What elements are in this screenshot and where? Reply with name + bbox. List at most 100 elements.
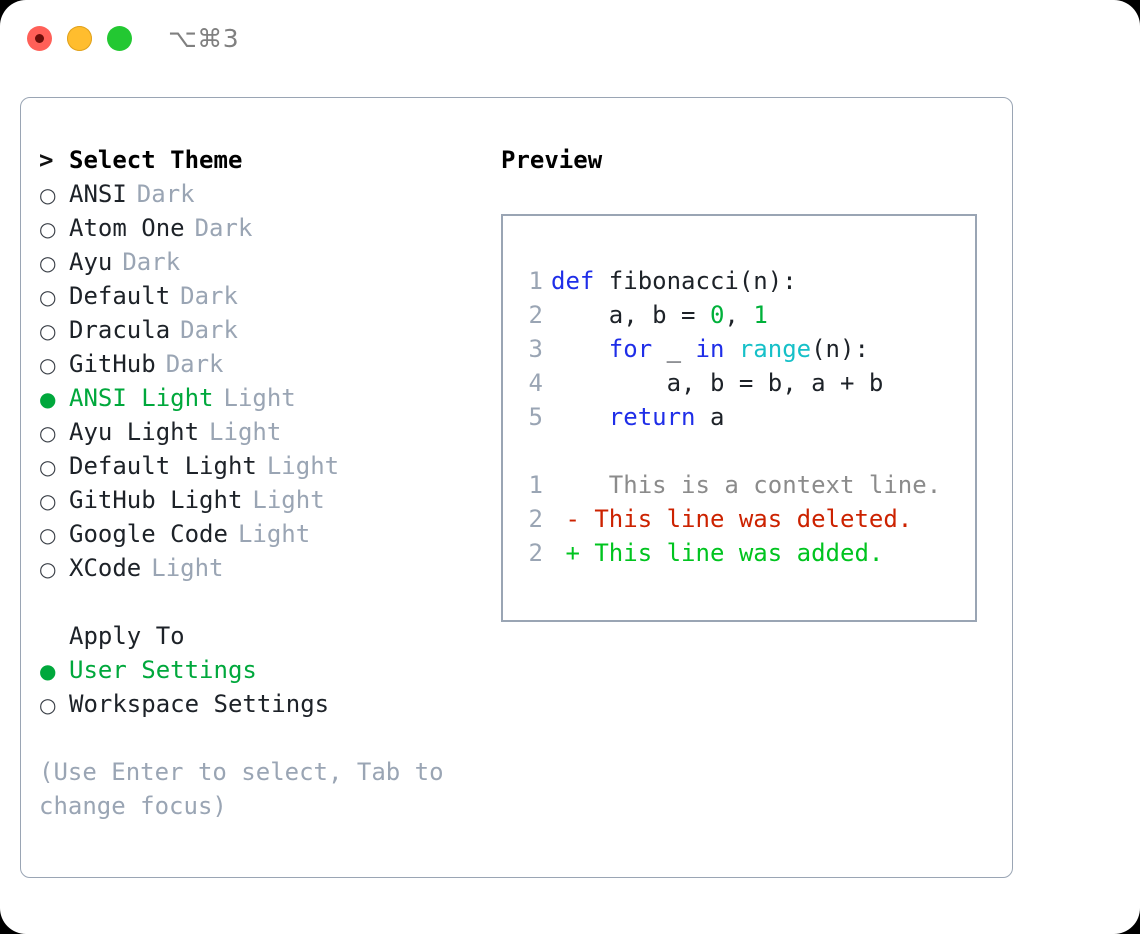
theme-variant-tag: Dark [180,316,238,344]
theme-list-item[interactable]: ○ ANSI Dark [39,177,489,211]
radio-unselected-icon: ○ [39,489,57,513]
radio-unselected-icon: ○ [39,693,57,717]
radio-unselected-icon: ○ [39,217,57,241]
diff-line: 2 - This line was deleted. [521,502,969,536]
radio-unselected-icon: ○ [39,523,57,547]
close-button-icon[interactable] [27,26,52,51]
minimize-button-icon[interactable] [67,26,92,51]
radio-unselected-icon: ○ [39,557,57,581]
apply-to-option-label: Workspace Settings [69,690,330,718]
apply-to-options: ● User Settings ○ Workspace Settings [39,653,489,721]
theme-variant-tag: Light [252,486,325,514]
code-token: return [551,403,710,431]
diff-sample: 1 This is a context line.2 - This line w… [521,468,969,570]
diff-line: 1 This is a context line. [521,468,969,502]
line-number: 2 [528,539,543,567]
theme-variant-tag: Dark [122,248,181,276]
diff-sign: - [551,505,580,533]
theme-name: Default [69,282,171,310]
theme-variant-tag: Light [266,452,340,480]
diff-sign: + [551,539,580,567]
radio-unselected-icon: ○ [39,353,57,377]
theme-list-item[interactable]: ○ Atom One Dark [39,211,489,245]
radio-selected-icon: ● [39,659,57,683]
apply-to-option[interactable]: ○ Workspace Settings [39,687,489,721]
theme-list-item[interactable]: ○ GitHub Dark [39,347,489,381]
theme-name: Atom One [69,214,185,242]
theme-name: GitHub Light [69,486,243,514]
theme-variant-tag: Dark [136,180,195,208]
code-token: , [724,301,754,329]
code-diff-gap [521,434,969,468]
apply-to-label: Apply To [69,622,185,650]
keyboard-hint: (Use Enter to select, Tab to change focu… [39,758,444,820]
list-spacer [39,585,489,619]
code-token: def [551,267,609,295]
theme-picker-header: > Select Theme [39,143,489,177]
line-number: 5 [528,403,543,431]
line-number: 1 [528,267,543,295]
theme-variant-tag: Light [237,520,311,548]
apply-to-option-label: User Settings [69,656,257,684]
theme-name: Ayu Light [69,418,200,446]
diff-sign [551,471,580,499]
code-token: for [551,335,667,363]
line-number: 4 [528,369,543,397]
code-token: in [695,335,739,363]
theme-name: ANSI [69,180,127,208]
code-token: a, b = b, a + b [551,369,884,397]
radio-unselected-icon: ○ [39,421,57,445]
theme-variant-tag: Dark [194,214,253,242]
radio-unselected-icon: ○ [39,251,57,275]
keyboard-shortcut-label: ⌥⌘3 [168,24,240,53]
titlebar: ⌥⌘3 [0,0,1140,76]
theme-list-item[interactable]: ○ GitHub Light Light [39,483,489,517]
radio-unselected-icon: ○ [39,183,57,207]
theme-variant-tag: Light [151,554,224,582]
line-number: 3 [528,335,543,363]
theme-variant-tag: Dark [165,350,224,378]
radio-selected-icon: ● [39,387,57,411]
caret-icon: > [39,146,54,174]
code-line: 1 def fibonacci(n): [521,264,969,298]
diff-text: This line was added. [579,539,884,567]
window-controls [27,26,132,51]
code-token: (n): [811,335,869,363]
theme-name: GitHub [69,350,156,378]
line-number: 1 [528,471,543,499]
theme-list-item[interactable]: ○ Ayu Dark [39,245,489,279]
code-line: 4 a, b = b, a + b [521,366,969,400]
theme-variant-tag: Dark [180,282,238,310]
code-token: a, b = [551,301,710,329]
diff-text: This is a context line. [579,471,942,499]
code-line: 3 for _ in range(n): [521,332,969,366]
theme-name: Ayu [69,248,113,276]
maximize-button-icon[interactable] [107,26,132,51]
code-token: fibonacci(n): [608,267,797,295]
theme-name: Dracula [69,316,171,344]
apply-to-header: Apply To [39,619,489,653]
preview-title: Preview [501,146,603,174]
diff-text: This line was deleted. [579,505,913,533]
line-number: 2 [528,505,543,533]
code-line: 5 return a [521,400,969,434]
theme-variant-tag: Light [223,384,296,412]
code-line: 2 a, b = 0, 1 [521,298,969,332]
code-token: _ [666,335,696,363]
apply-to-option[interactable]: ● User Settings [39,653,489,687]
